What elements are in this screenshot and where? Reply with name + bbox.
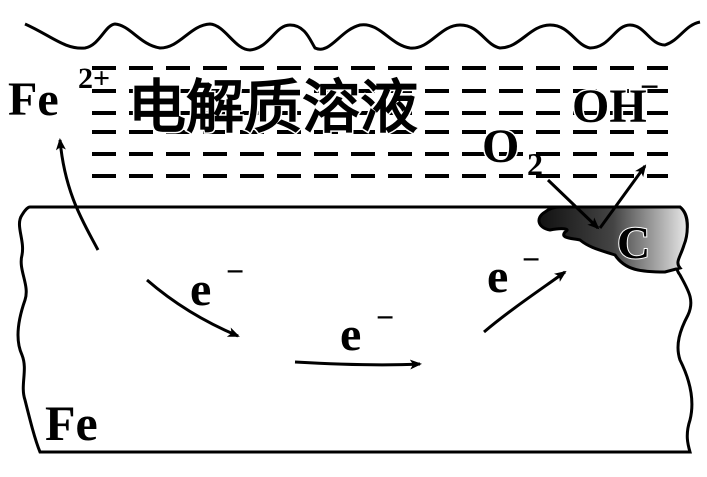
electrolyte-dash-lines <box>92 66 668 178</box>
electron-label-1: e <box>190 263 211 316</box>
oxygen-subscript: 2 <box>527 146 543 182</box>
electron-arrow-3 <box>483 270 567 334</box>
solution-surface-wave <box>24 20 701 52</box>
iron-label: Fe <box>45 395 98 451</box>
fe-ion-charge: 2+ <box>78 62 110 95</box>
electron-charge-2: − <box>376 299 394 335</box>
electron-arrow-1 <box>146 278 240 338</box>
oh-arrow <box>598 164 647 229</box>
electron-charge-1: − <box>226 253 244 289</box>
electrolyte-label: 电解质溶液 <box>128 73 418 141</box>
electron-label-3: e <box>487 250 508 303</box>
oxygen-label: O <box>482 120 519 173</box>
carbon-particle <box>537 205 689 274</box>
hydroxide-charge: − <box>640 69 659 106</box>
fe-ion-label: Fe <box>8 73 59 126</box>
electron-charge-3: − <box>522 241 540 277</box>
o2-arrow <box>546 178 600 230</box>
hydroxide-label: OH <box>572 80 647 133</box>
fe-ion-arrow <box>55 138 100 251</box>
carbon-label: C <box>617 217 650 268</box>
electron-arrow-2 <box>294 359 422 370</box>
electron-label-2: e <box>340 308 361 361</box>
